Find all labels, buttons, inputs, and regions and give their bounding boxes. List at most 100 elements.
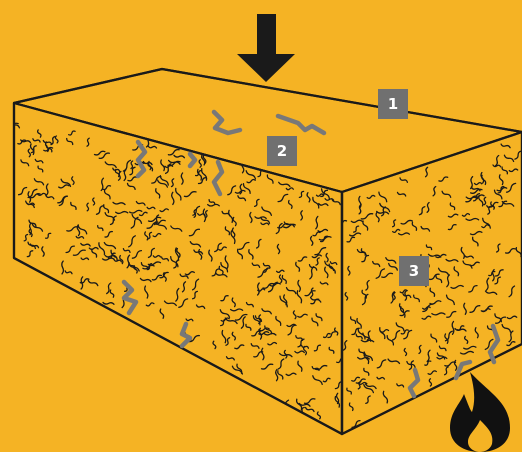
fiber-mark xyxy=(413,294,420,303)
fiber-mark xyxy=(145,302,155,307)
fiber-mark xyxy=(397,232,411,236)
fiber-mark xyxy=(351,327,360,336)
fiber-mark xyxy=(470,186,481,192)
fiber-mark xyxy=(225,356,235,361)
fiber-mark xyxy=(128,235,136,248)
fiber-mark xyxy=(494,313,502,323)
fiber-mark xyxy=(361,254,370,263)
fiber-mark xyxy=(361,293,369,306)
fiber-mark xyxy=(144,285,149,299)
fiber-mark xyxy=(155,221,168,230)
fiber-mark xyxy=(335,392,340,405)
fiber-mark xyxy=(23,233,29,242)
fiber-mark xyxy=(469,188,483,194)
fiber-mark xyxy=(315,313,323,322)
fiber-mark xyxy=(312,375,323,386)
label-badge-2: 2 xyxy=(267,136,297,166)
fiber-mark xyxy=(254,216,267,220)
fiber-mark xyxy=(236,248,244,260)
fiber-mark xyxy=(465,195,478,203)
fiber-mark xyxy=(102,301,115,305)
fiber-mark xyxy=(128,263,140,272)
fiber-mark xyxy=(261,206,273,216)
fiber-mark xyxy=(428,378,433,387)
fiber-mark xyxy=(390,291,395,304)
fiber-mark xyxy=(360,339,375,343)
fiber-mark xyxy=(41,246,45,257)
fiber-mark xyxy=(295,398,303,411)
crack-top-left xyxy=(211,109,243,136)
fiber-mark xyxy=(395,322,405,332)
fiber-mark xyxy=(379,202,391,213)
fiber-mark xyxy=(506,315,518,320)
fiber-mark xyxy=(249,211,253,224)
fiber-mark xyxy=(379,328,390,333)
fiber-mark xyxy=(449,202,456,211)
label-3-text: 3 xyxy=(409,262,419,280)
fiber-mark xyxy=(446,274,451,288)
fiber-mark xyxy=(256,282,260,296)
fiber-mark xyxy=(494,154,500,167)
fiber-mark xyxy=(71,176,75,186)
fiber-mark xyxy=(61,260,65,275)
fiber-mark xyxy=(93,150,106,156)
fiber-mark xyxy=(263,332,277,336)
fiber-mark xyxy=(315,215,319,230)
fiber-mark xyxy=(106,282,112,295)
fiber-mark xyxy=(64,270,73,275)
fiber-mark xyxy=(314,247,327,256)
fiber-mark xyxy=(504,248,516,254)
crack-front-5 xyxy=(179,321,193,349)
fiber-mark xyxy=(175,287,180,302)
fiber-mark xyxy=(147,247,155,259)
fiber-mark xyxy=(214,242,222,253)
fiber-mark xyxy=(344,291,349,301)
fiber-mark xyxy=(450,284,464,289)
fiber-mark xyxy=(350,219,363,224)
fiber-mark xyxy=(425,244,433,251)
fiber-mark xyxy=(498,200,508,208)
fiber-mark xyxy=(508,168,519,173)
fiber-mark xyxy=(469,261,480,267)
fiber-mark xyxy=(128,209,143,214)
fiber-mark xyxy=(300,344,310,349)
fiber-mark xyxy=(317,228,329,233)
fiber-mark xyxy=(388,262,398,271)
fiber-mark xyxy=(348,402,354,412)
crack-right-1 xyxy=(407,367,421,399)
fiber-mark xyxy=(325,252,329,263)
fiber-mark xyxy=(240,316,246,329)
fiber-mark xyxy=(363,383,375,394)
fiber-mark xyxy=(57,195,69,204)
fiber-mark xyxy=(26,250,34,258)
fiber-mark xyxy=(471,236,479,247)
fiber-mark xyxy=(103,241,117,250)
fiber-mark xyxy=(436,352,446,360)
fiber-mark xyxy=(292,310,297,320)
fiber-mark xyxy=(195,304,206,310)
fiber-mark xyxy=(469,305,481,313)
fiber-mark xyxy=(463,335,469,345)
fiber-mark xyxy=(72,249,86,256)
fiber-mark xyxy=(254,315,263,322)
fiber-mark xyxy=(351,376,361,382)
fiber-mark xyxy=(260,363,274,370)
fiber-mark xyxy=(45,144,53,153)
fiber-mark xyxy=(403,329,413,340)
fiber-mark xyxy=(173,154,186,159)
fiber-mark xyxy=(495,243,501,253)
fiber-mark xyxy=(175,187,182,201)
fiber-mark xyxy=(31,223,44,232)
fiber-mark xyxy=(258,314,262,325)
fiber-mark xyxy=(191,290,199,300)
fiber-mark xyxy=(400,219,413,225)
fiber-mark xyxy=(221,210,231,217)
fiber-mark xyxy=(445,258,459,263)
fiber-mark xyxy=(192,205,201,216)
fiber-mark xyxy=(278,274,283,284)
fiber-mark xyxy=(311,254,322,259)
fiber-mark xyxy=(342,340,348,351)
fiber-mark xyxy=(227,185,237,196)
fiber-mark xyxy=(328,346,335,354)
fiber-mark xyxy=(505,182,517,193)
